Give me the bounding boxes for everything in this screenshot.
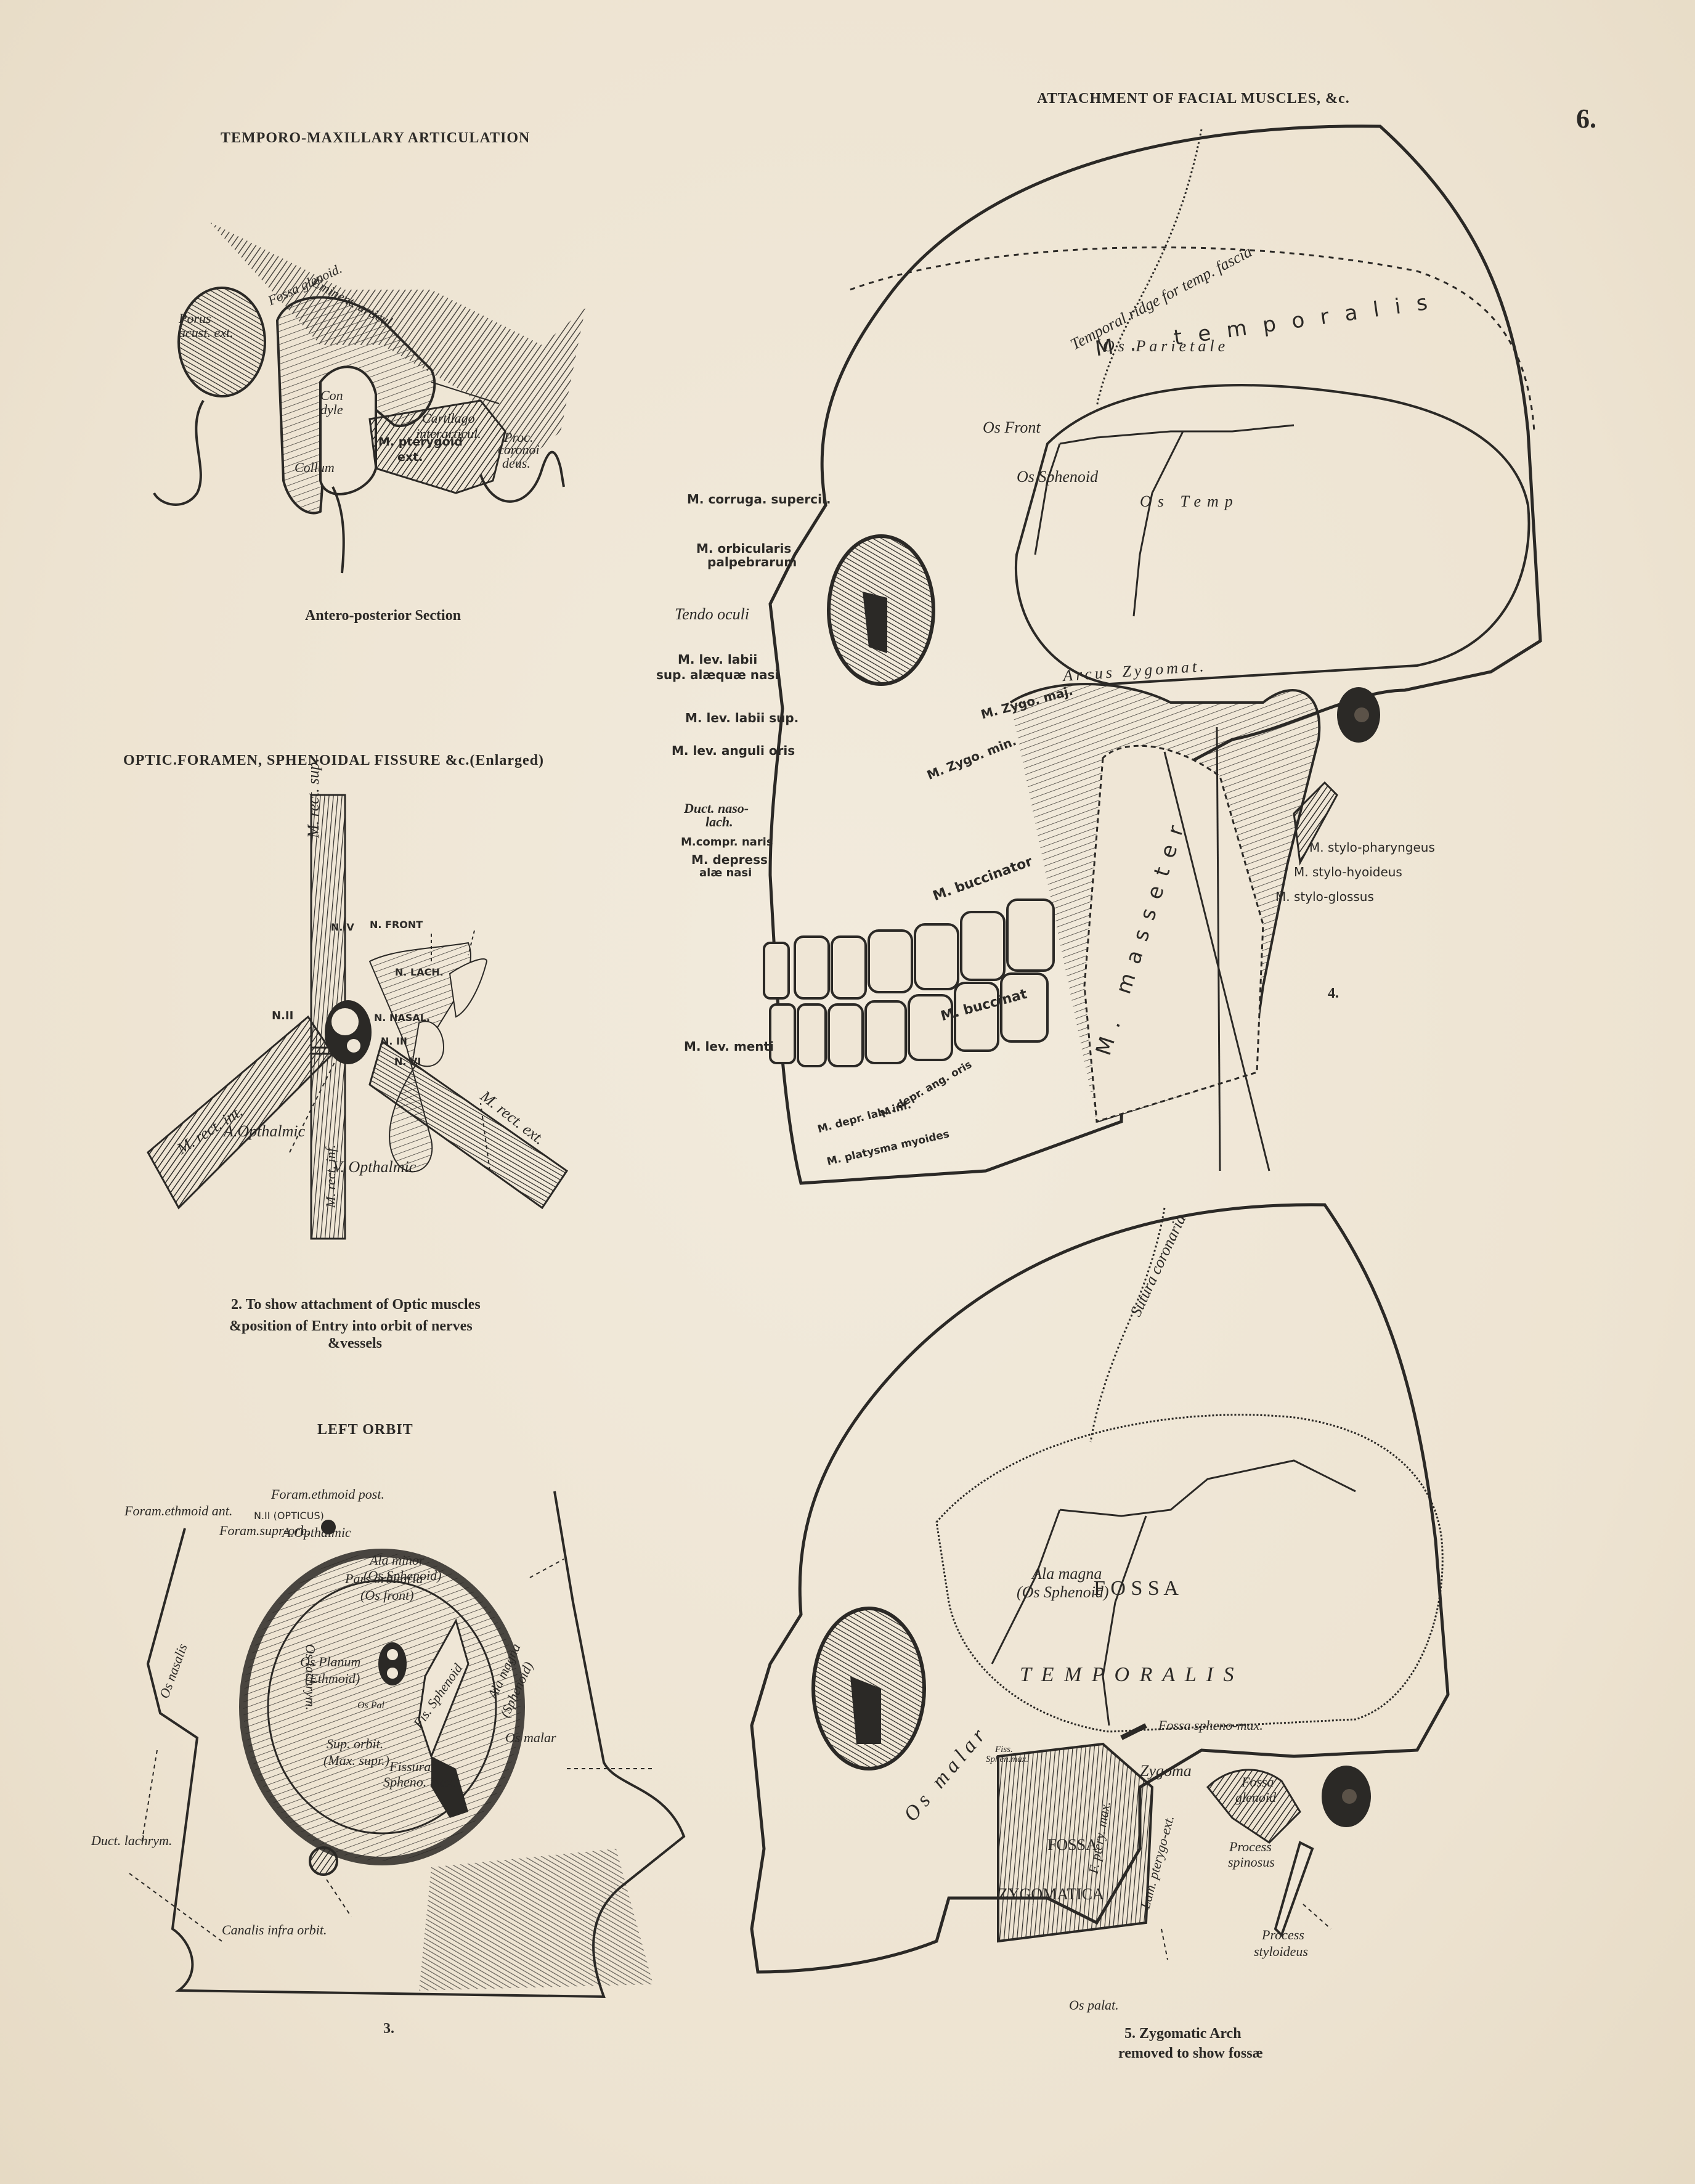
fig4-artwork bbox=[763, 124, 1542, 1185]
fig4-label-os-parietale: Os Parietale bbox=[1103, 337, 1229, 355]
fig4-label-os-sphenoid: Os Sphenoid bbox=[1017, 468, 1099, 486]
fig3-label-foram-supr-orb: Foram.supr-orb. bbox=[219, 1523, 311, 1538]
fig3-label-ala-minor-1: Ala minor bbox=[370, 1552, 425, 1568]
fig3-label-os-malar: Os malar bbox=[505, 1730, 556, 1745]
fig2-label-a-opthalmic: A.Opthalmic bbox=[224, 1122, 306, 1140]
fig5-label-zygoma: Zygoma bbox=[1140, 1762, 1192, 1780]
fig1-label-proc-1: Proc. bbox=[504, 430, 534, 445]
running-header: ATTACHMENT OF FACIAL MUSCLES, &c. bbox=[1037, 91, 1350, 107]
fig5-label-fiss-sphen-max-2: Sphen.max. bbox=[986, 1754, 1029, 1764]
fig1-artwork bbox=[153, 222, 585, 574]
fig3-label-canalis: Canalis infra orbit. bbox=[222, 1922, 327, 1937]
fig3-label-fissura-1: Fissura bbox=[389, 1759, 431, 1774]
fig1-caption: Antero-posterior Section bbox=[305, 608, 461, 624]
fig5-label-fossa-zyg-2: ZYGOMATICA bbox=[998, 1885, 1104, 1903]
fig5-artwork bbox=[750, 1203, 1450, 1974]
fig4-label-os-front: Os Front bbox=[983, 418, 1041, 436]
fig5-label-process-spinosus-2: spinosus bbox=[1228, 1854, 1275, 1870]
fig4-label-stylo-glossus: M. stylo-glossus bbox=[1275, 889, 1374, 904]
fig4-label-stylo-pharyngeus: M. stylo-pharyngeus bbox=[1309, 840, 1435, 855]
fig4-label-lev-anguli: M. lev. anguli oris bbox=[672, 743, 795, 758]
fig1-label-condyle: Con dyle bbox=[320, 388, 343, 418]
fig4-label-corruga: M. corruga. supercil. bbox=[687, 492, 831, 507]
fig4-number: 4. bbox=[1328, 985, 1339, 1001]
fig2-label-n-front: N. FRONT bbox=[370, 919, 423, 931]
fig2-label-n-ii: N.II bbox=[272, 1009, 294, 1022]
fig1-label-cartilago-2: interarticul. bbox=[416, 426, 481, 441]
fig5-label-fossa-glenoid-1: Fossa bbox=[1242, 1774, 1274, 1790]
fig1-label-cartilago-1: Cartilago bbox=[422, 410, 475, 426]
fig3-label-sup-orbit-2: (Max. supr.) bbox=[323, 1753, 389, 1768]
fig5-label-fossa: F O S S A bbox=[1094, 1577, 1179, 1600]
fig3-label-foram-ethmoid-post: Foram.ethmoid post. bbox=[271, 1486, 384, 1502]
fig4-label-duct-naso-1: Duct. naso- bbox=[684, 801, 749, 816]
fig4-label-duct-naso-2: lach. bbox=[705, 814, 733, 829]
fig5-label-os-palat: Os palat. bbox=[1069, 1997, 1119, 2013]
fig5-label-fossa-glenoid-2: glenoid bbox=[1235, 1790, 1276, 1805]
fig4-label-compr-naris: M.compr. naris bbox=[681, 836, 773, 849]
fig4-label-lev-labii-alaeque-2: sup. alæquæ nasi bbox=[656, 667, 779, 682]
fig2-title: OPTIC.FORAMEN, SPHENOIDAL FISSURE &c.(En… bbox=[123, 752, 545, 768]
fig4-label-depress-2: alæ nasi bbox=[699, 866, 752, 879]
fig1-label-proc-2: coronoi bbox=[498, 442, 540, 457]
fig2-label-rect-inf: M. rect. inf. bbox=[323, 1144, 338, 1208]
fig3-label-sup-orbit-1: Sup. orbit. bbox=[327, 1736, 384, 1751]
fig3-label-pars-orbitaria-1: Pars orbitaria bbox=[345, 1571, 423, 1586]
fig1-label-proc-3: deus. bbox=[502, 455, 530, 471]
fig4-label-lev-menti: M. lev. menti bbox=[684, 1039, 774, 1054]
fig5-label-process-styloid-2: styloideus bbox=[1254, 1944, 1308, 1959]
fig1-label-pterygoid-2: ext. bbox=[397, 450, 423, 464]
fig3-label-foram-ethmoid-ant: Foram.ethmoid ant. bbox=[124, 1503, 233, 1518]
fig5-caption-line2: removed to show fossæ bbox=[1118, 2045, 1263, 2061]
fig3-label-duct-lachrym: Duct. lachrym. bbox=[91, 1833, 173, 1848]
fig1-title: TEMPORO-MAXILLARY ARTICULATION bbox=[221, 130, 530, 146]
fig4-label-depress-1: M. depress. bbox=[691, 852, 773, 867]
plate-number: 6. bbox=[1576, 104, 1596, 134]
fig3-label-os-planum-2: (Ethmoid) bbox=[305, 1671, 360, 1686]
fig5-label-fossa-zyg-1: FOSSA bbox=[1047, 1836, 1097, 1854]
fig2-label-n-iv: N.IV bbox=[331, 921, 354, 933]
fig2-caption-line1: 2. To show attachment of Optic muscles bbox=[231, 1297, 481, 1313]
fig1-label-collum: Collum bbox=[295, 460, 335, 475]
fig2-caption-line3: &vessels bbox=[328, 1335, 382, 1351]
fig3-label-os-planum-1: Os Planum bbox=[300, 1654, 361, 1669]
fig4-label-lev-labii-sup: M. lev. labii sup. bbox=[685, 711, 799, 725]
fig2-artwork bbox=[147, 794, 569, 1240]
fig3-label-n-ii-opticus: N.II (OPTICUS) bbox=[254, 1510, 324, 1522]
fig5-label-fossa-spheno-max: Fossa spheno-max. bbox=[1158, 1717, 1263, 1733]
fig3-artwork bbox=[129, 1491, 686, 1999]
fig4-label-lev-labii-alaeque-1: M. lev. labii bbox=[678, 652, 758, 667]
fig2-label-n-vi: N. VI bbox=[394, 1056, 421, 1067]
fig3-label-os-pal: Os Pal bbox=[357, 1700, 384, 1711]
fig5-caption-line1: 5. Zygomatic Arch bbox=[1124, 2026, 1242, 2042]
fig4-label-orbicularis-2: palpebrarum bbox=[707, 555, 797, 569]
fig4-label-stylo-hyoideus: M. stylo-hyoideus bbox=[1294, 865, 1402, 879]
fig2-label-v-opthalmic: V. Opthalmic bbox=[333, 1158, 417, 1176]
fig3-label-a-opthalmic: A.Opthalmic bbox=[282, 1525, 351, 1540]
fig1-label-porus: Porus acust. ext. bbox=[179, 311, 234, 341]
fig4-label-orbicularis-1: M. orbicularis bbox=[696, 541, 792, 556]
fig2-label-n-nasal: N. NASAL. bbox=[374, 1012, 430, 1024]
fig3-label-fissura-2: Spheno. max. bbox=[383, 1774, 456, 1790]
fig5-label-temporalis: T E M P O R A L I S bbox=[1020, 1663, 1237, 1686]
fig5-label-ala-magna-1: Ala magna bbox=[1032, 1565, 1102, 1583]
fig2-label-n-iii: N. III bbox=[381, 1035, 407, 1047]
fig2-label-n-lach: N. LACH. bbox=[395, 966, 444, 978]
fig5-label-process-spinosus-1: Process bbox=[1229, 1839, 1272, 1854]
fig3-label-pars-orbitaria-2: (Os front) bbox=[360, 1587, 414, 1603]
fig3-label-ala-minor-2: (Os Sphenoid) bbox=[364, 1568, 442, 1583]
fig1-label-pterygoid-1: M. pterygoid bbox=[378, 435, 463, 449]
fig5-label-fiss-sphen-max-1: Fiss. bbox=[995, 1745, 1013, 1754]
fig4-label-tendo-oculi: Tendo oculi bbox=[675, 605, 750, 623]
fig2-label-rect-sup: M. rect. sup. bbox=[304, 758, 322, 838]
fig3-number: 3. bbox=[383, 2021, 394, 2037]
fig4-label-os-temp: Os Temp bbox=[1140, 492, 1239, 510]
fig2-caption-line2: &position of Entry into orbit of nerves bbox=[229, 1318, 473, 1334]
fig5-label-ala-magna-2: (Os Sphenoid) bbox=[1017, 1583, 1109, 1601]
fig3-title: LEFT ORBIT bbox=[317, 1422, 413, 1438]
fig5-label-process-styloid-1: Process bbox=[1262, 1927, 1304, 1942]
